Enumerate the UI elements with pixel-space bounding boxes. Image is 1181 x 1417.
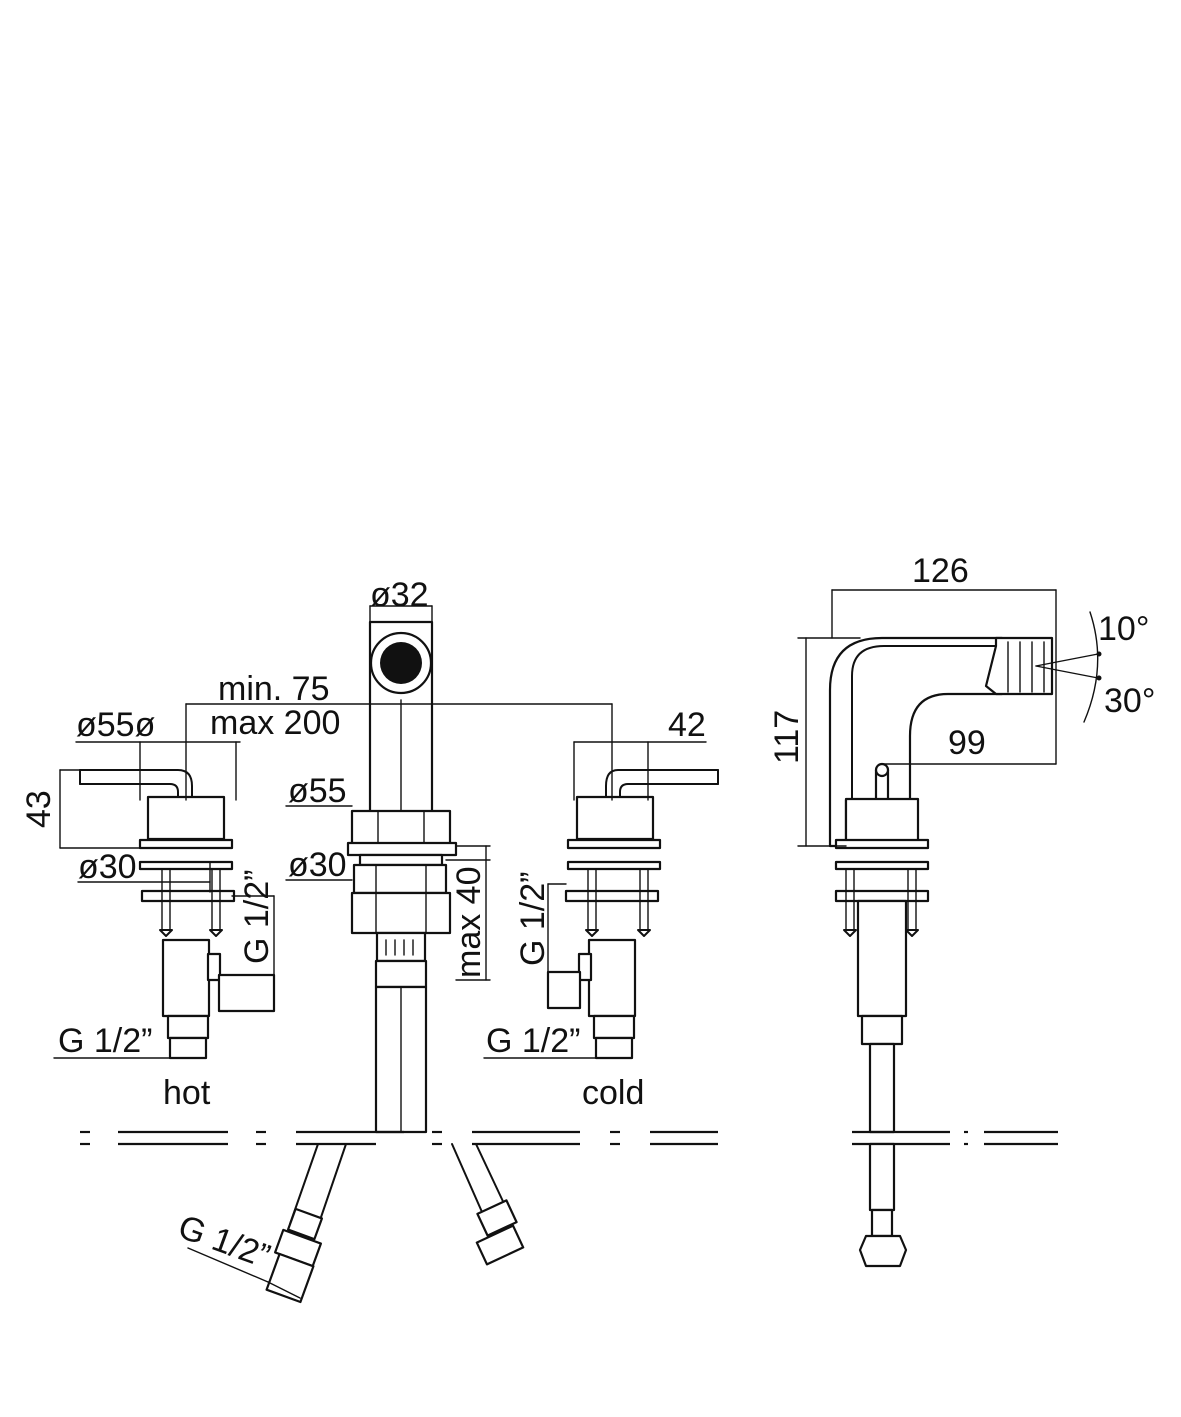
side-view [797,589,1102,1268]
label-spacing-min: min. 75 [218,670,330,708]
label-spout-reach: 99 [948,724,986,762]
spout [346,620,458,1134]
hoses [265,1143,525,1304]
label-cold-side-thread: G 1/2” [514,872,552,966]
label-spacing-max: max 200 [210,704,340,742]
label-handle-height: 43 [20,790,58,828]
label-total-height: 117 [768,710,806,764]
label-hot: hot [163,1074,211,1112]
label-hot-side-thread: G 1/2” [238,870,276,964]
label-spout-flange-diameter: ø55 [288,772,347,810]
label-hot-shank-diameter: ø30 [78,848,137,886]
label-handle-diameter: ø55ø [76,706,155,744]
cold-valve [546,769,719,1060]
dimension-labels: ø32 min. 75 max 200 ø55ø 43 42 ø30 ø55 ø… [20,552,1155,1276]
front-dimension-lines [53,605,707,1299]
label-total-length: 126 [912,552,969,590]
label-hot-bottom-thread: G 1/2” [58,1022,152,1060]
label-tilt-up: 10° [1098,610,1149,648]
label-tilt-down: 30° [1104,682,1155,720]
spout-outlet [380,642,422,684]
hot-valve [79,769,276,1060]
label-cold: cold [582,1074,644,1112]
label-spout-diameter: ø32 [370,576,429,614]
label-handle-width: 42 [668,706,706,744]
deck-lines [80,1130,718,1146]
label-hose-thread: G 1/2” [173,1208,275,1276]
label-spout-shank-diameter: ø30 [288,846,347,884]
label-cold-bottom-thread: G 1/2” [486,1022,580,1060]
label-max-deck-thickness: max 40 [450,867,488,979]
